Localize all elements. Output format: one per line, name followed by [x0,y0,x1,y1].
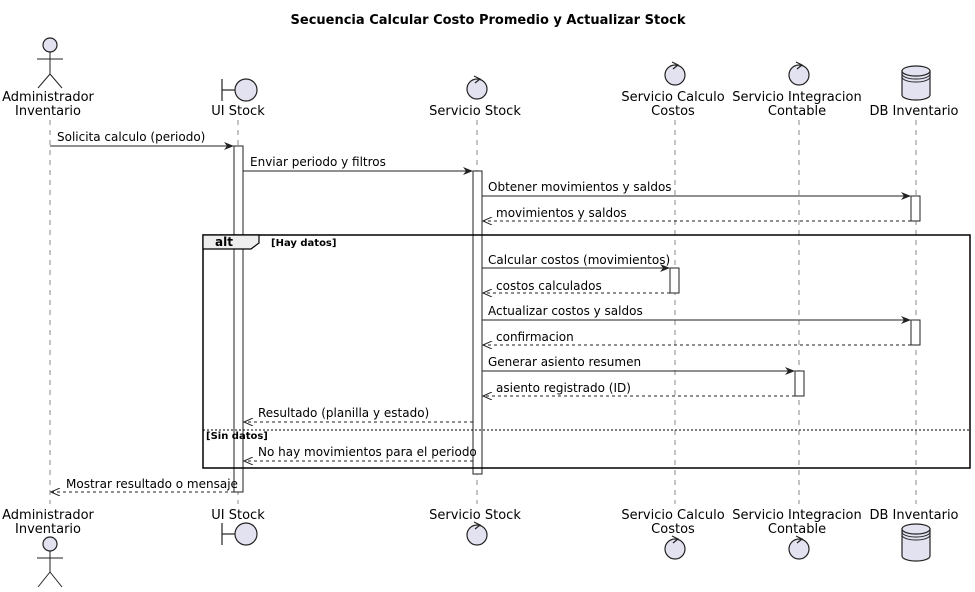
alt-fragment: alt [Hay datos] [Sin datos] [202,234,971,469]
message-label: asiento registrado (ID) [496,381,631,395]
message-label: Resultado (planilla y estado) [258,406,429,420]
fragment-keyword: alt [215,235,233,249]
participant-svc-label: Servicio Stock [429,508,521,523]
message-label: Obtener movimientos y saldos [488,180,672,194]
guard-sin-datos: [Sin datos] [206,431,268,442]
participant-calc-label: Costos [651,522,695,537]
message-label: Enviar periodo y filtros [250,155,386,169]
message-label: costos calculados [496,279,602,293]
fragment-frame [202,234,971,469]
database-icon [901,65,931,101]
participant-db-label: DB Inventario [869,508,958,523]
participant-integ-label: Contable [768,104,826,119]
participants-top: Administrador Inventario UI Stock Servic… [2,37,959,119]
message-label: Calcular costos (movimientos) [488,253,670,267]
boundary-icon [221,78,258,102]
lifelines [49,120,917,504]
activation-db-write [910,319,921,346]
actor-icon [37,536,63,588]
activation-calc [669,267,680,294]
control-icon [664,61,686,86]
message-label: confirmacion [496,330,574,344]
participant-admin-label: Administrador [2,508,94,523]
participant-svc-label: Servicio Stock [429,104,521,119]
participant-ui-label: UI Stock [211,104,265,119]
activation-db-read [910,195,921,222]
activation-svc [472,170,483,475]
guard-hay-datos: [Hay datos] [271,238,336,249]
control-icon [788,61,810,86]
activations [233,145,921,493]
participant-integ-label: Servicio Integracion [732,508,861,523]
control-icon [664,535,686,560]
activation-ui [233,145,244,493]
participant-calc-label: Servicio Calculo [621,90,724,105]
participant-admin-label: Administrador [2,90,94,105]
fragment-keyword-tab [202,234,260,250]
diagram-title: Secuencia Calcular Costo Promedio y Actu… [291,13,686,28]
control-icon [466,521,488,546]
participant-admin-label: Inventario [15,104,81,119]
message-label: Solicita calculo (periodo) [57,130,205,144]
message-label: No hay movimientos para el periodo [258,445,477,459]
database-icon [901,523,931,562]
messages: Solicita calculo (periodo) Enviar period… [50,130,911,492]
participant-admin-label: Inventario [15,522,81,537]
participant-calc-label: Servicio Calculo [621,508,724,523]
activation-integ [794,370,805,397]
message-label: Generar asiento resumen [488,355,641,369]
participants-bottom: Administrador Inventario UI Stock Servic… [2,508,959,588]
participant-integ-label: Servicio Integracion [732,90,861,105]
participant-db-label: DB Inventario [869,104,958,119]
boundary-icon [221,522,258,546]
actor-icon [37,37,63,89]
control-icon [466,75,488,100]
participant-calc-label: Costos [651,104,695,119]
message-label: movimientos y saldos [496,206,627,220]
participant-integ-label: Contable [768,522,826,537]
message-label: Mostrar resultado o mensaje [66,477,238,491]
control-icon [788,535,810,560]
message-label: Actualizar costos y saldos [488,304,643,318]
participant-ui-label: UI Stock [211,508,265,523]
